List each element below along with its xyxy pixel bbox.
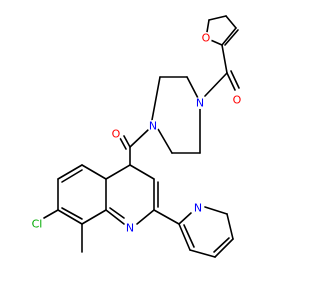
ketone-oxygen-upper: O bbox=[231, 94, 243, 107]
atom-label: N bbox=[196, 97, 204, 110]
bond bbox=[151, 76, 161, 121]
bond bbox=[214, 238, 234, 258]
bond bbox=[105, 164, 131, 180]
atom-labels: O O N O N N Cl N bbox=[29, 32, 243, 235]
bond bbox=[129, 129, 149, 148]
bond bbox=[136, 209, 155, 225]
molecule-structure-diagram: O O N O N N Cl N bbox=[29, 15, 243, 258]
quinoline-nitrogen: N bbox=[124, 222, 136, 235]
bond bbox=[119, 137, 127, 150]
bond bbox=[129, 164, 155, 180]
bond bbox=[57, 209, 83, 225]
bond bbox=[109, 207, 125, 219]
atom-label: N bbox=[126, 222, 134, 235]
bond bbox=[43, 209, 59, 219]
atom-label: N bbox=[149, 120, 157, 133]
bond bbox=[208, 15, 227, 21]
bond bbox=[81, 164, 107, 180]
atom-label: O bbox=[112, 128, 121, 141]
pyridine-nitrogen: N bbox=[192, 202, 204, 215]
bond bbox=[178, 212, 192, 225]
bond bbox=[213, 237, 230, 253]
bond bbox=[81, 209, 107, 225]
bond bbox=[204, 72, 228, 97]
bond bbox=[226, 213, 234, 240]
bond bbox=[153, 209, 180, 225]
piperazine-nitrogen-upper: N bbox=[194, 97, 206, 110]
chlorine: Cl bbox=[29, 216, 45, 232]
furan-oxygen: O bbox=[200, 32, 212, 45]
bond bbox=[221, 27, 237, 46]
bond bbox=[189, 249, 216, 258]
bond bbox=[123, 135, 131, 148]
bond-lines bbox=[43, 15, 240, 258]
bond bbox=[105, 209, 125, 225]
atom-label: O bbox=[233, 94, 242, 107]
bond bbox=[61, 169, 83, 183]
bond bbox=[221, 44, 228, 74]
bond bbox=[204, 206, 228, 215]
bond bbox=[224, 29, 239, 46]
piperazine-nitrogen-lower: N bbox=[147, 120, 159, 133]
bond bbox=[57, 164, 83, 180]
bond bbox=[61, 207, 83, 220]
bond bbox=[225, 15, 237, 29]
atom-label: Cl bbox=[32, 218, 43, 231]
bond bbox=[226, 72, 236, 91]
atom-label: O bbox=[202, 32, 211, 45]
ketone-oxygen-lower: O bbox=[110, 128, 122, 141]
bond bbox=[183, 224, 195, 248]
bond bbox=[157, 128, 173, 154]
bond bbox=[230, 70, 240, 89]
bond bbox=[178, 223, 191, 251]
atom-label: N bbox=[194, 202, 202, 215]
